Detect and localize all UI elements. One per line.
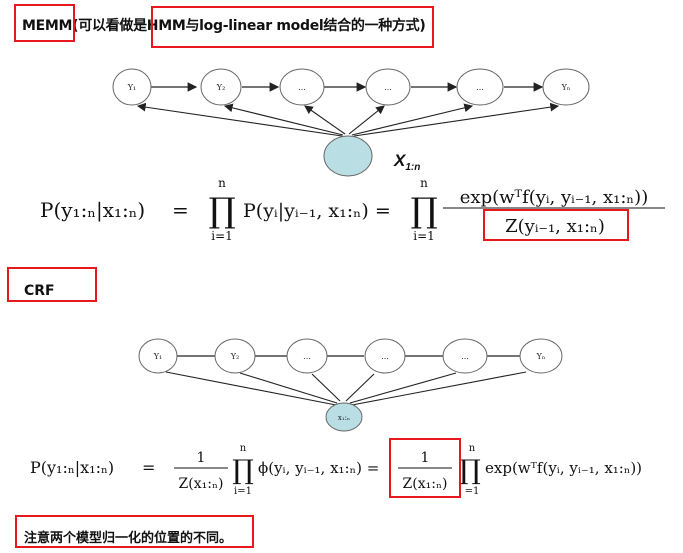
memm-input-edge	[223, 103, 344, 136]
crf-input-node	[325, 402, 363, 432]
memm-input-edge	[351, 103, 474, 136]
crf-frac1-num: 1	[197, 450, 206, 466]
memm-node-label: ...	[384, 83, 392, 92]
crf-frac2-den: Z(x₁:ₙ)	[403, 476, 448, 492]
crf-label-highlight	[7, 267, 97, 302]
memm-node-y2	[200, 68, 242, 106]
memm-input-edge	[136, 102, 343, 137]
memm-input-edge	[304, 105, 346, 135]
crf-node-y1	[138, 338, 178, 374]
crf-node-dots	[286, 338, 328, 374]
memm-node-dots	[456, 68, 504, 106]
crf-node-dots	[442, 338, 488, 374]
memm-input-edge	[348, 105, 385, 135]
crf-frac2-num: 1	[421, 450, 430, 466]
memm-desc-part2: HMM与log-linear model结合的一种方式)	[146, 18, 426, 34]
crf-normalizer-highlight	[389, 438, 461, 498]
memm-input-node	[323, 135, 373, 177]
memm-title: MEMM(可以看做是HMM与log-linear model结合的一种方式)	[22, 15, 426, 35]
memm-node-label: ...	[476, 83, 484, 92]
crf-prod1-top: n	[240, 443, 247, 454]
memm-eq: =	[172, 198, 189, 222]
memm-prod1-top: n	[218, 176, 226, 190]
memm-prod2-symbol: ∏	[410, 191, 437, 231]
memm-node-label: Y₂	[216, 83, 226, 92]
memm-node-label: ...	[298, 83, 306, 92]
crf-input-edge	[349, 372, 457, 404]
memm-node-label: Yₙ	[561, 83, 571, 92]
crf-input-edge	[311, 373, 341, 402]
crf-prod1-bottom: i=1	[234, 486, 252, 497]
memm-label-highlight	[14, 4, 75, 42]
memm-input-edges	[136, 102, 560, 137]
memm-denominator-highlight	[483, 209, 629, 241]
memm-node-label: Y₁	[127, 83, 137, 92]
memm-desc-part1: (可以看做是	[72, 18, 147, 34]
crf-eq: =	[142, 458, 155, 477]
crf-title: CRF	[24, 283, 55, 299]
crf-input-edges	[165, 371, 527, 406]
crf-input-edge	[351, 371, 527, 406]
crf-prod2-bottom: =1	[465, 486, 480, 497]
crf-node-label: ...	[303, 352, 311, 361]
memm-prod2-bottom: i=1	[413, 229, 435, 243]
crf-node-label: ...	[461, 352, 469, 361]
memm-prod1-symbol: ∏	[208, 191, 235, 231]
crf-frac1-den: Z(x₁:ₙ)	[179, 476, 224, 492]
memm-label: MEMM	[22, 18, 73, 34]
crf-nodes	[138, 338, 563, 374]
crf-formula: P(y₁:ₙ|x₁:ₙ) = 1 Z(x₁:ₙ) n ∏ i=1 ϕ(yᵢ, y…	[30, 443, 642, 497]
crf-prod2-top: n	[469, 443, 476, 454]
note-highlight	[15, 515, 254, 548]
memm-desc-highlight	[151, 6, 434, 48]
crf-term1: ϕ(yᵢ, yᵢ₋₁, x₁:ₙ) =	[258, 459, 379, 477]
memm-node-labels: Y₁ Y₂ ... ... ... Yₙ	[127, 83, 571, 92]
crf-node-label: Y₂	[230, 352, 240, 361]
memm-numerator: exp(wᵀf(yᵢ, yᵢ₋₁, x₁:ₙ))	[460, 187, 648, 208]
crf-node-label: Y₁	[153, 352, 163, 361]
memm-lhs: P(y₁:ₙ|x₁:ₙ)	[40, 198, 145, 223]
crf-node-label: ...	[381, 352, 389, 361]
memm-input-sub: 1:n	[405, 162, 420, 173]
crf-node-label: Yₙ	[536, 352, 546, 361]
crf-node-y2	[214, 338, 256, 374]
memm-input-edge	[353, 102, 560, 137]
memm-term1: P(yᵢ|yᵢ₋₁, x₁:ₙ) =	[243, 200, 391, 222]
crf-node-yn	[519, 338, 563, 374]
crf-prod1-symbol: ∏	[232, 455, 254, 486]
memm-denominator: Z(yᵢ₋₁, x₁:ₙ)	[505, 216, 605, 237]
memm-prod1-bottom: i=1	[211, 229, 233, 243]
crf-node-labels: Y₁ Y₂ ... ... ... Yₙ	[153, 352, 546, 361]
memm-node-dots	[365, 68, 411, 106]
crf-node-dots	[364, 338, 406, 374]
crf-input-edge	[165, 371, 337, 406]
crf-input-edge	[239, 372, 338, 404]
memm-node-y1	[112, 68, 152, 106]
note-text: 注意两个模型归一化的位置的不同。	[24, 531, 233, 546]
memm-node-dots	[279, 68, 325, 106]
crf-input-label: x₁:ₙ	[338, 414, 350, 422]
memm-node-yn	[542, 68, 590, 106]
crf-term2: exp(wᵀf(yᵢ, yᵢ₋₁, x₁:ₙ))	[485, 459, 642, 477]
memm-prod2-top: n	[420, 176, 428, 190]
memm-nodes	[112, 68, 590, 106]
crf-prod2-symbol: ∏	[459, 455, 481, 486]
crf-lhs: P(y₁:ₙ|x₁:ₙ)	[30, 458, 114, 477]
memm-formula: P(y₁:ₙ|x₁:ₙ) = n ∏ i=1 P(yᵢ|yᵢ₋₁, x₁:ₙ) …	[40, 176, 665, 243]
crf-input-edge	[345, 373, 375, 402]
memm-input-label: X1:n	[393, 151, 420, 173]
